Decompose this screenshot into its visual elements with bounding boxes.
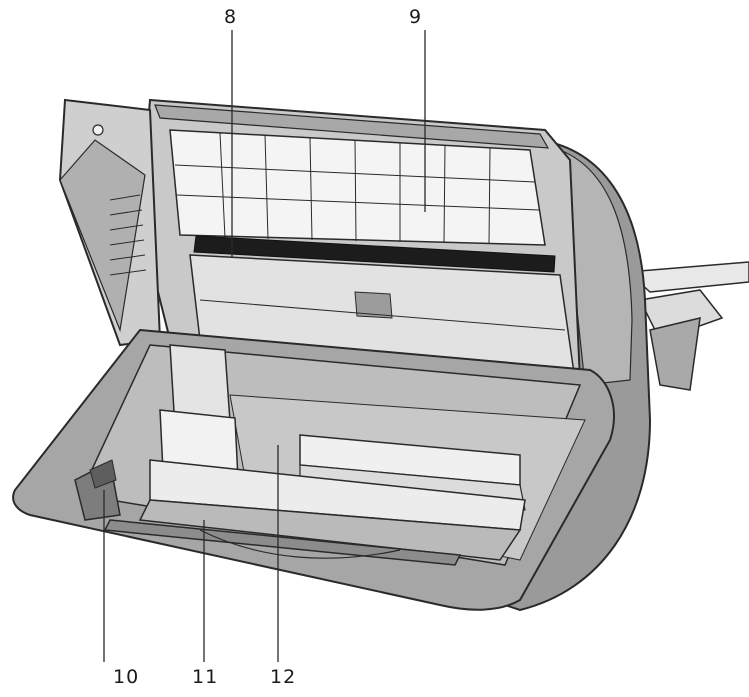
callout-9: 9 <box>409 6 423 28</box>
callout-10: 10 <box>113 666 140 688</box>
callout-11: 11 <box>192 666 219 688</box>
document-lever <box>74 459 121 521</box>
callout-8: 8 <box>224 6 238 28</box>
lid-grid-panel <box>169 129 546 246</box>
lid-hinge-panel <box>58 98 162 347</box>
paper-input-tray <box>138 459 526 561</box>
scanner-roller <box>193 235 556 273</box>
callout-12: 12 <box>270 666 297 688</box>
callout-leaders <box>103 30 426 662</box>
front-lip <box>103 519 462 566</box>
paper-support-tray <box>626 261 749 391</box>
